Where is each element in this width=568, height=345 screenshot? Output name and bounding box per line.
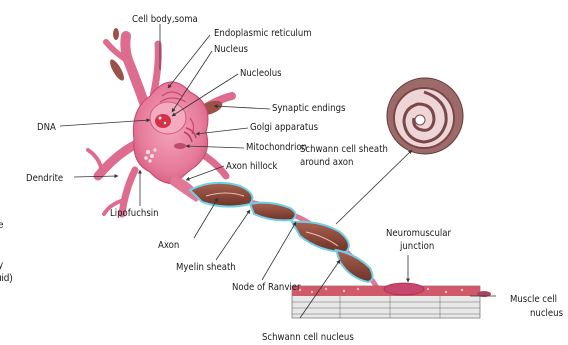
label-synaptic: Synaptic endings <box>272 103 346 114</box>
label-mito: Mitochondrion <box>246 142 307 153</box>
edge-text-1: e <box>0 220 4 231</box>
label-hillock: Axon hillock <box>226 161 277 172</box>
label-axon: Axon <box>158 240 179 251</box>
label-muscle-1: Muscle cell <box>510 294 557 305</box>
label-schwann-sheath-1: Schwann cell sheath <box>300 144 388 155</box>
label-muscle-2: nucleus <box>530 308 564 319</box>
edge-text-2: y <box>0 260 3 271</box>
label-er: Endoplasmic reticulum <box>214 28 312 39</box>
label-cell-body: Cell body,soma <box>132 14 198 25</box>
neuromuscular-junction <box>384 283 424 295</box>
label-dna: DNA <box>37 122 56 133</box>
label-nmj-2: junction <box>399 241 434 252</box>
edge-text-3: uid) <box>0 273 13 284</box>
label-dendrite: Dendrite <box>26 173 63 184</box>
nucleolus <box>155 114 171 128</box>
label-ranvier: Node of Ranvier <box>232 282 301 293</box>
label-schwann-nucleus: Schwann cell nucleus <box>262 332 354 343</box>
dna-dots <box>159 117 162 120</box>
label-nmj-1: Neuromuscular <box>386 228 452 239</box>
label-golgi: Golgi apparatus <box>250 122 319 133</box>
label-lipofuchsin: Lipofuchsin <box>110 208 159 219</box>
label-myelin: Myelin sheath <box>176 262 236 273</box>
schwann-sheath-cross-section <box>387 78 463 154</box>
dna-dot <box>164 122 166 124</box>
label-nucleolus: Nucleolus <box>240 68 282 79</box>
label-schwann-sheath-2: around axon <box>300 157 353 168</box>
mitochondrion <box>174 143 186 149</box>
label-nucleus: Nucleus <box>214 44 249 55</box>
